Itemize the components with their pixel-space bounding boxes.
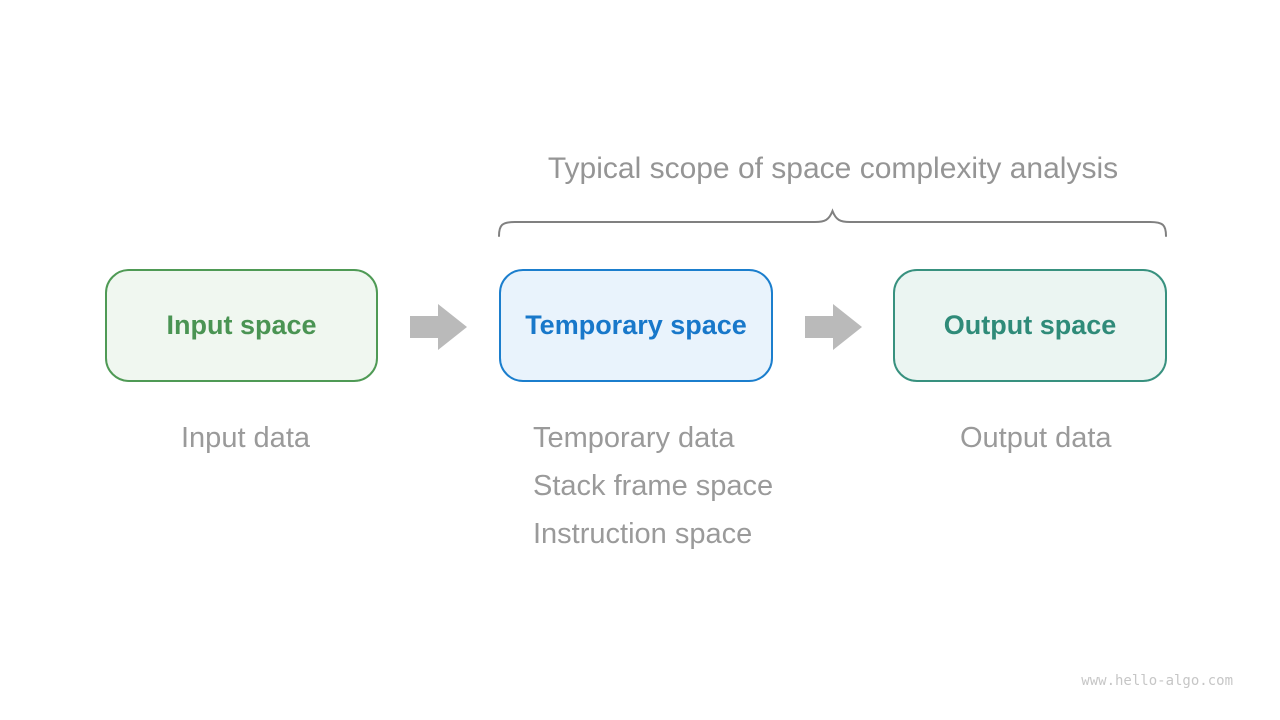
box-output-space: Output space <box>893 269 1167 382</box>
note-temporary-data: Temporary data <box>533 422 735 454</box>
note-stack-frame-space: Stack frame space <box>533 470 774 502</box>
watermark: www.hello-algo.com <box>1081 673 1233 689</box>
arrow-right-icon <box>805 304 862 350</box>
box-input-space: Input space <box>105 269 378 382</box>
box-output-space-label: Output space <box>943 310 1117 340</box>
note-output-data: Output data <box>960 422 1112 454</box>
notes-temporary-column: Temporary data Stack frame space Instruc… <box>533 414 773 558</box>
box-temporary-space: Temporary space <box>499 269 773 382</box>
arrow-right-icon <box>410 304 467 350</box>
notes-output-column: Output data <box>960 414 1112 462</box>
note-instruction-space: Instruction space <box>533 518 753 550</box>
notes-input-column: Input data <box>181 414 310 462</box>
diagram-title: Typical scope of space complexity analys… <box>547 152 1119 185</box>
box-temporary-space-label: Temporary space <box>525 310 747 340</box>
brace-icon <box>498 208 1167 237</box>
note-input-data: Input data <box>181 422 310 454</box>
box-input-space-label: Input space <box>166 310 317 340</box>
